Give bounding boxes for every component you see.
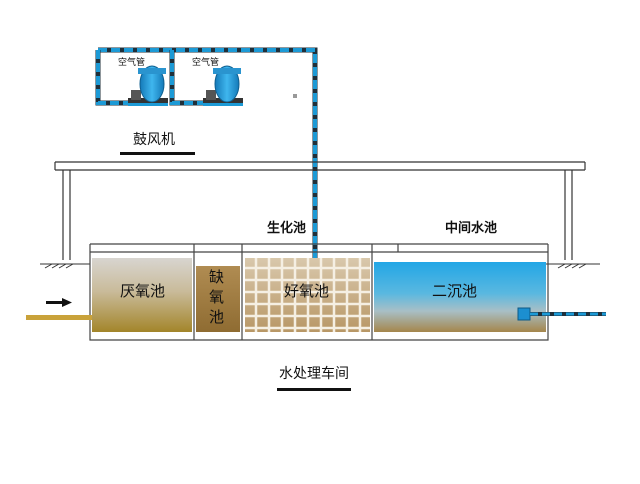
building-title-underline [277,388,351,391]
air-pipe-label-left: 空气管 [118,58,146,68]
blower-title: 鼓风机 [133,132,175,148]
secondary-clarifier-fill [374,262,546,332]
outlet-pump [517,307,531,321]
secondary-clarifier-label: 二沉池 [432,282,478,300]
anoxic-tank-fill [196,266,240,332]
anoxic-tank-label-3: 池 [209,308,225,326]
aerobic-media-grid [245,258,370,332]
building-title: 水处理车间 [279,366,349,382]
tank-outline [89,243,549,341]
blower-title-underline [120,152,195,155]
ground-lines [40,263,600,269]
blower-unit-left [128,65,168,106]
aerobic-tank-label: 好氧池 [284,282,330,300]
anaerobic-tank-fill [92,258,192,332]
biochem-tank-label: 生化池 [267,221,307,236]
inlet-arrow-icon [46,298,72,307]
air-pipe-network [95,47,318,262]
building-frame [54,161,586,260]
intermediate-tank-label: 中间水池 [445,221,498,236]
anoxic-tank-label-2: 氧 [209,288,225,306]
air-pipe-label-right: 空气管 [192,58,220,68]
anaerobic-tank-label: 厌氧池 [120,282,166,300]
blower-unit-right [203,65,243,106]
anoxic-tank-label-1: 缺 [209,268,225,286]
inlet-pipe [26,315,92,320]
